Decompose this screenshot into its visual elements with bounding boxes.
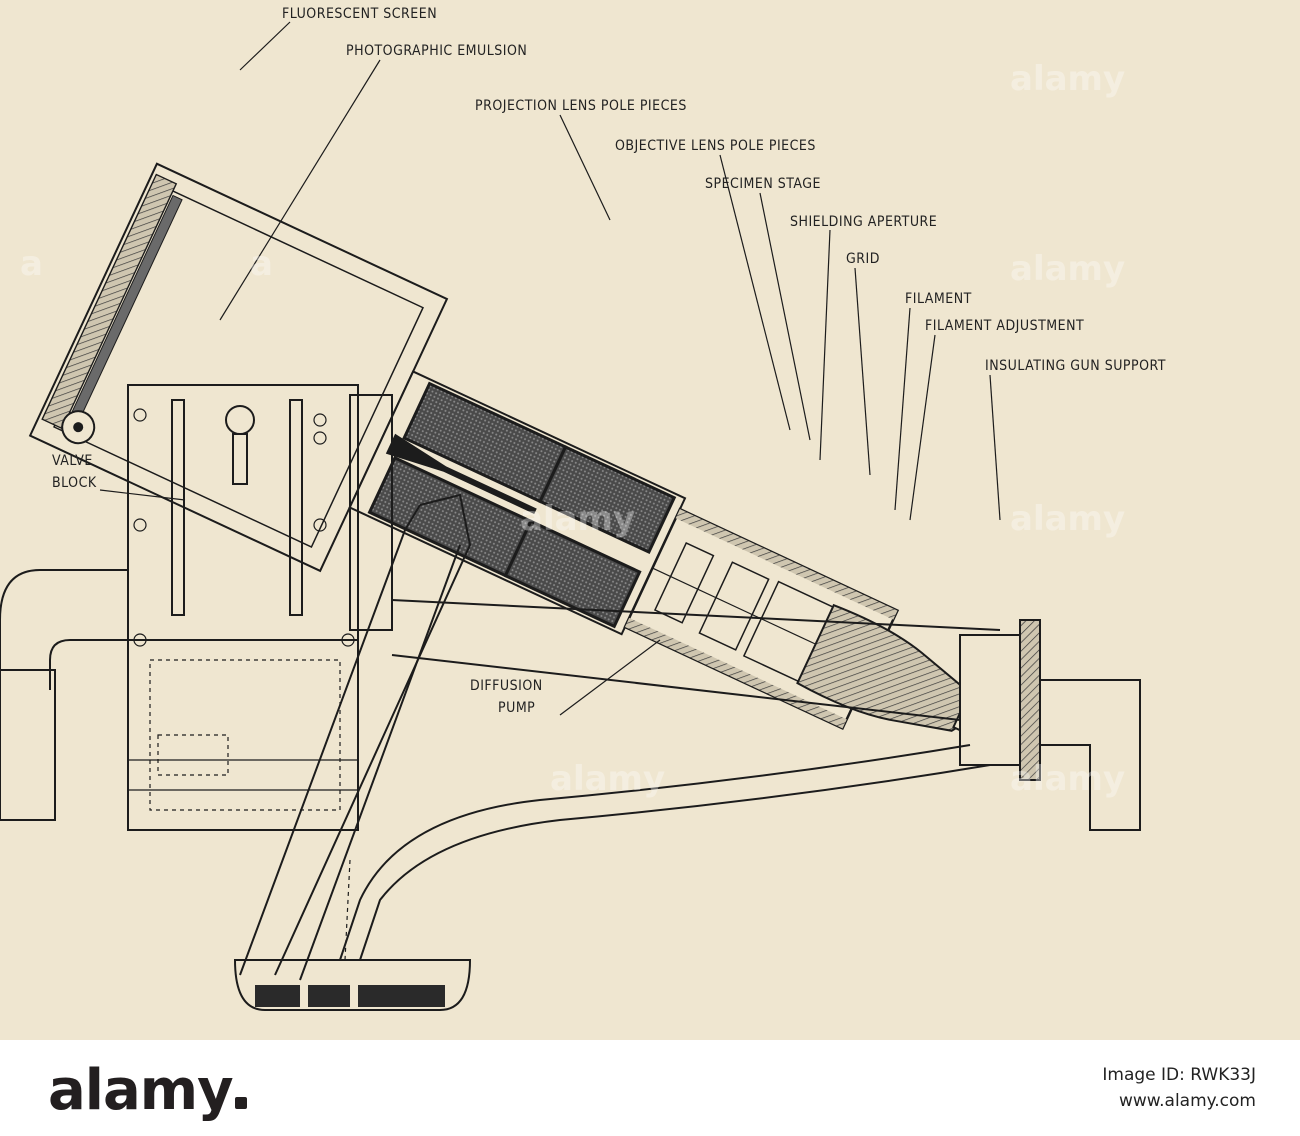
svg-text:a: a xyxy=(250,244,273,284)
label-diffusion: DIFFUSION xyxy=(470,678,543,694)
label-shielding-aperture: SHIELDING APERTURE xyxy=(790,214,937,230)
exhaust-pipe xyxy=(0,569,128,821)
svg-text:alamy: alamy xyxy=(1010,249,1125,289)
diffusion-pump xyxy=(233,493,1141,1011)
watermark-text: alamy xyxy=(520,499,635,539)
label-projection-lens: PROJECTION LENS POLE PIECES xyxy=(475,98,687,114)
label-block: BLOCK xyxy=(52,475,97,491)
label-pump: PUMP xyxy=(498,700,535,716)
svg-text:alamy: alamy xyxy=(1010,499,1125,539)
image-id: Image ID: RWK33J xyxy=(1102,1065,1256,1085)
label-valve: VALVE xyxy=(52,453,93,469)
logo-text: alamy xyxy=(48,1058,234,1123)
alamy-logo[interactable]: alamy xyxy=(48,1058,247,1123)
label-photographic-emulsion: PHOTOGRAPHIC EMULSION xyxy=(346,43,527,59)
label-filament: FILAMENT xyxy=(905,291,972,307)
label-insulating-gun-support: INSULATING GUN SUPPORT xyxy=(985,358,1166,374)
label-objective-lens: OBJECTIVE LENS POLE PIECES xyxy=(615,138,816,154)
svg-text:alamy: alamy xyxy=(1010,59,1125,99)
site-link[interactable]: www.alamy.com xyxy=(1118,1091,1256,1111)
svg-text:alamy: alamy xyxy=(1010,759,1125,799)
watermark: a a alamy alamy alamy alamy alamy alamy xyxy=(20,59,1125,799)
label-filament-adjustment: FILAMENT ADJUSTMENT xyxy=(925,318,1084,334)
label-grid: GRID xyxy=(846,251,880,267)
label-fluorescent-screen: FLUORESCENT SCREEN xyxy=(282,6,437,22)
electron-microscope-diagram: FLUORESCENT SCREEN PHOTOGRAPHIC EMULSION… xyxy=(0,6,1166,1011)
footer-bar: alamy Image ID: RWK33J www.alamy.com xyxy=(0,1040,1300,1136)
svg-text:a: a xyxy=(20,244,43,284)
logo-dot-icon xyxy=(234,1097,247,1109)
footer-info: Image ID: RWK33J www.alamy.com xyxy=(1102,1062,1256,1114)
svg-text:alamy: alamy xyxy=(550,759,665,799)
label-specimen-stage: SPECIMEN STAGE xyxy=(705,176,821,192)
labels: FLUORESCENT SCREEN PHOTOGRAPHIC EMULSION… xyxy=(52,6,1166,716)
valve-block xyxy=(127,384,393,831)
